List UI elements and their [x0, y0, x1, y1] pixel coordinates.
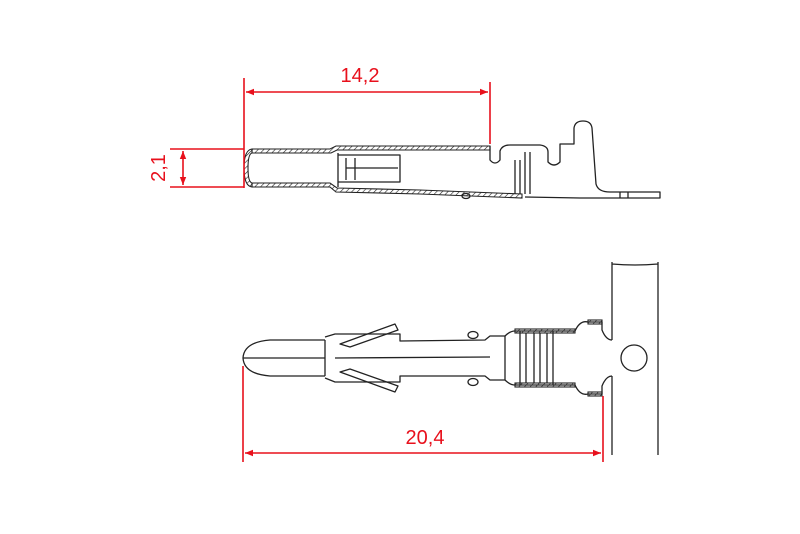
carrier-strip [611, 262, 659, 455]
dimple-bottom [467, 377, 479, 387]
pin-body [324, 333, 506, 383]
dimension-label-20-4: 20,4 [406, 427, 445, 449]
dimension-length-bottom: 20,4 [242, 366, 604, 462]
pin-nose [242, 339, 326, 377]
dimple-top [467, 330, 479, 340]
crimp-profile [489, 120, 661, 199]
carrier-tab [619, 192, 629, 198]
plan-view [242, 262, 659, 455]
dimension-length-top: 14,2 [243, 65, 491, 188]
crimp-barrel [504, 321, 613, 395]
spring-contact [337, 153, 401, 187]
carrier-hole [620, 344, 648, 372]
tube-nose [243, 148, 253, 188]
dimension-label-2-1: 2,1 [148, 154, 170, 182]
tab-band-bottom [587, 391, 603, 397]
crimp-band-top [514, 328, 576, 334]
barb-top [339, 323, 399, 348]
dimension-height-top: 2,1 [148, 148, 244, 188]
crimp-band-bottom [514, 382, 576, 388]
tab-band-top [587, 319, 603, 325]
dimension-label-14-2: 14,2 [341, 65, 380, 87]
tube-wall-bottom [251, 182, 523, 199]
barb-bottom [339, 368, 399, 393]
dimple [461, 192, 471, 200]
tube-wall-top [251, 145, 491, 154]
side-section-view [243, 120, 661, 200]
